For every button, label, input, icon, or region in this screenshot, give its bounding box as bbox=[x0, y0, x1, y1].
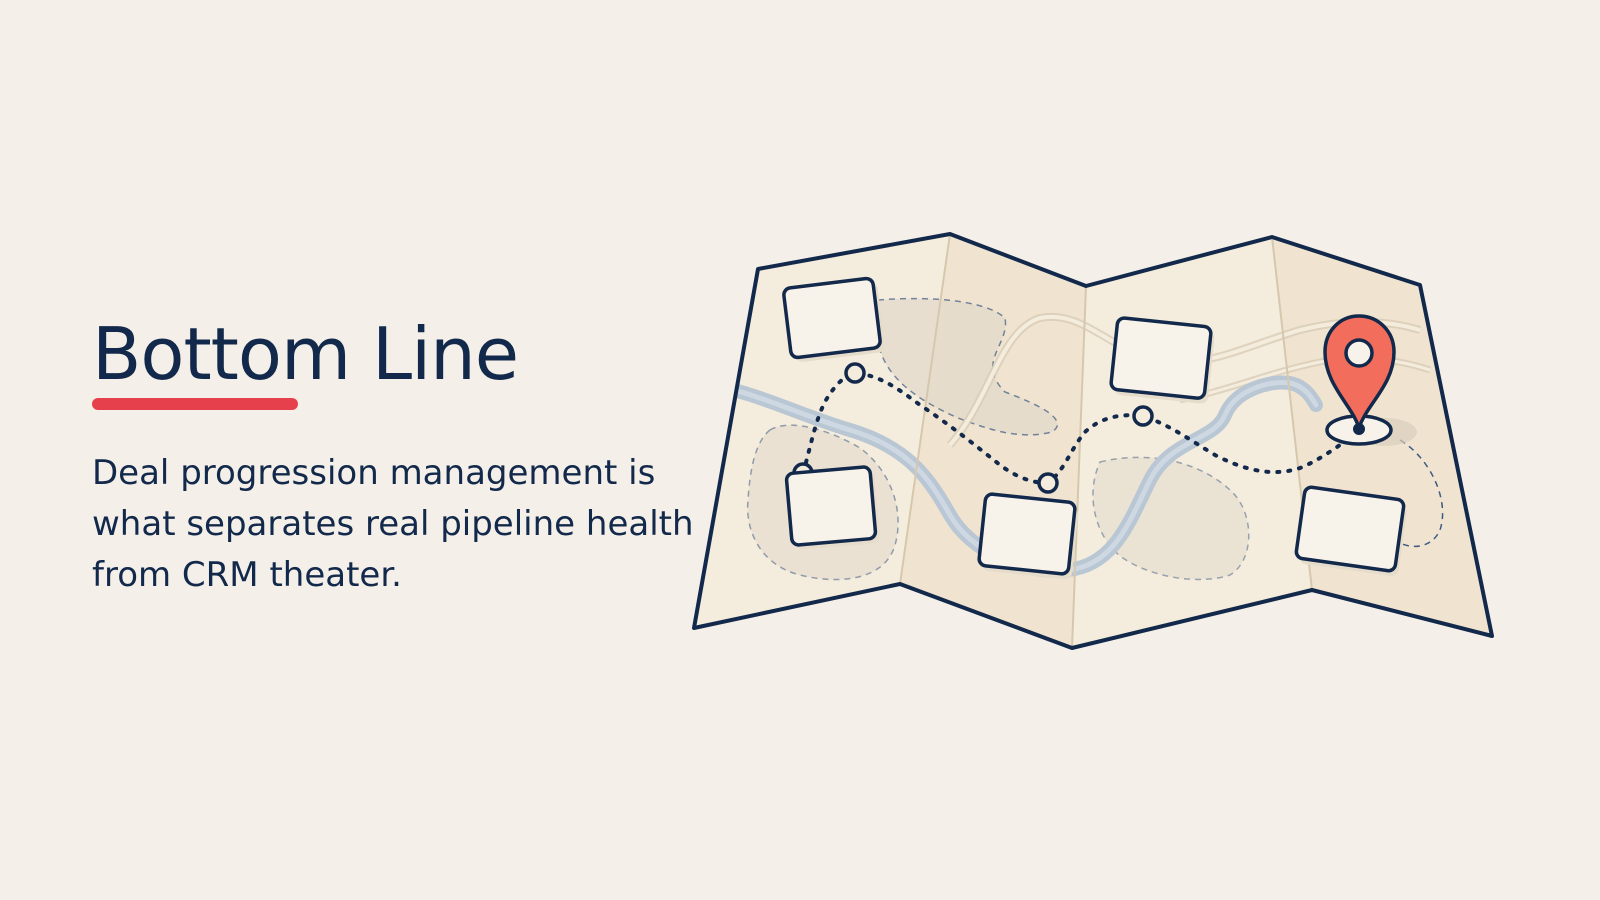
terrain-region bbox=[1092, 456, 1250, 581]
slide-title: Bottom Line bbox=[92, 312, 519, 396]
slide-body: Deal progression management is what sepa… bbox=[92, 453, 694, 595]
folded-map-illustration bbox=[690, 222, 1525, 662]
title-underline bbox=[92, 398, 298, 410]
road bbox=[1179, 356, 1431, 402]
stage-card bbox=[977, 492, 1079, 580]
map-outline bbox=[692, 232, 1494, 650]
stage-card bbox=[784, 465, 880, 550]
stage-card bbox=[1294, 485, 1407, 577]
terrain-region bbox=[1394, 439, 1444, 547]
stage-card bbox=[1109, 316, 1215, 404]
route-checkpoint bbox=[1132, 405, 1154, 427]
folded-map-icon bbox=[692, 232, 1494, 650]
location-pin-icon bbox=[1323, 314, 1417, 446]
terrain-region bbox=[873, 297, 1059, 436]
river-highlight bbox=[694, 379, 1319, 574]
text-block: Bottom Line Deal progression management … bbox=[92, 312, 694, 601]
route-checkpoint bbox=[1037, 472, 1059, 494]
stage-card bbox=[782, 276, 885, 362]
route-checkpoint bbox=[844, 362, 866, 384]
